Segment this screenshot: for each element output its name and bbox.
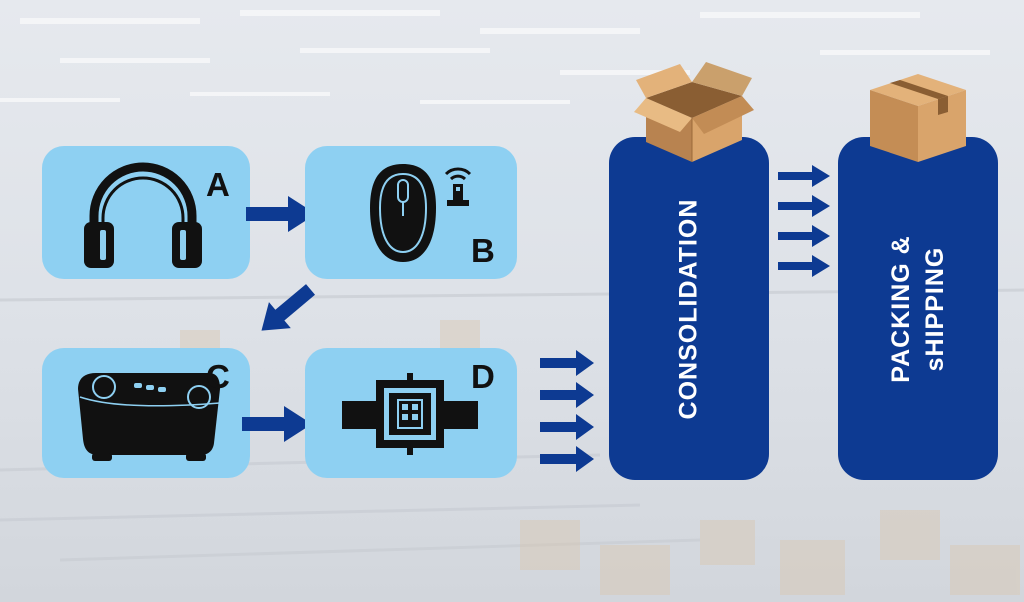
arrows-to-consolidation xyxy=(540,350,594,472)
consolidation-label: CONSOLIDATION xyxy=(674,198,703,419)
smartwatch-icon xyxy=(342,373,478,455)
closed-box-icon xyxy=(870,74,966,162)
packing-shipping-label: PACKING & sHIPPING xyxy=(884,235,952,382)
step-label-d: D xyxy=(471,358,495,395)
packing-label-line2: sHIPPING xyxy=(921,246,949,371)
packing-label-line1: PACKING & xyxy=(887,234,915,383)
arrow-b-to-c xyxy=(261,284,316,331)
step-label-c: C xyxy=(206,358,230,395)
arrow-a-to-b xyxy=(246,196,316,232)
step-label-b: B xyxy=(471,232,495,269)
wireless-mouse-icon xyxy=(370,164,436,262)
consolidation-stage: CONSOLIDATION xyxy=(609,137,769,480)
speaker-icon xyxy=(78,373,221,461)
arrows-to-packing xyxy=(778,165,830,277)
open-box-icon xyxy=(634,62,754,162)
headphones-icon xyxy=(84,162,202,268)
step-label-a: A xyxy=(206,166,230,203)
wireless-receiver-icon xyxy=(444,167,472,206)
arrow-c-to-d xyxy=(242,406,312,442)
packing-shipping-stage: PACKING & sHIPPING xyxy=(838,137,998,480)
